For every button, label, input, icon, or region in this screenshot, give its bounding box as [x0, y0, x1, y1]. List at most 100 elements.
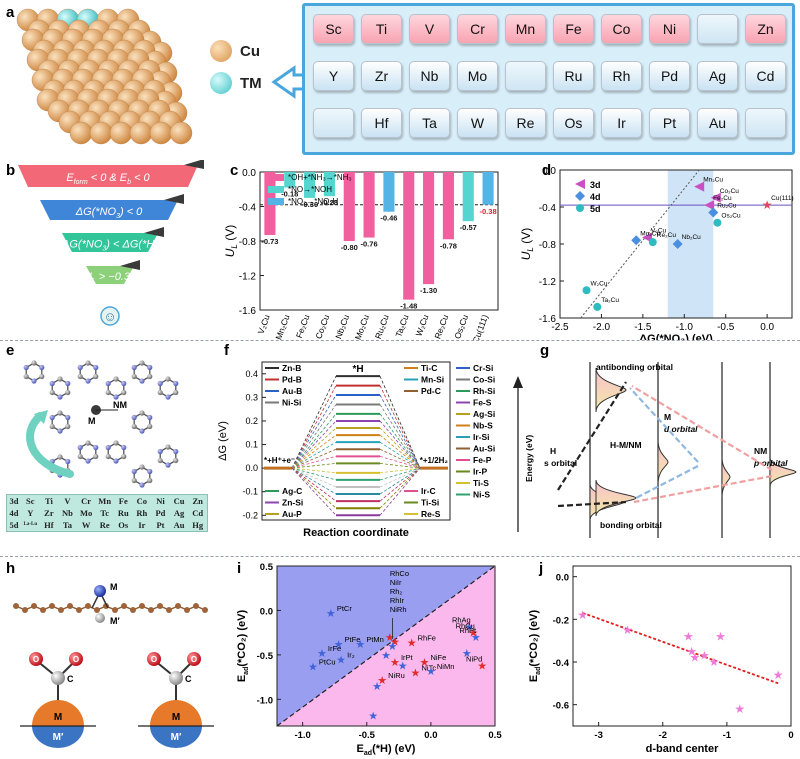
funnel-step-label: ΔG(*NO3) < ΔG(*H) — [61, 239, 158, 253]
sheet-atom — [31, 603, 37, 609]
element-symbol: Os — [118, 520, 129, 530]
parity-line — [276, 565, 496, 727]
sheet-atom — [130, 607, 136, 613]
legend-label: Co-Si — [473, 375, 495, 385]
legend-label: Ti-C — [421, 363, 437, 373]
x-tick-label: V₂Cu — [256, 313, 272, 335]
period-label: 4d — [9, 508, 19, 518]
substituent-half — [32, 726, 84, 748]
element-symbol: Au — [173, 520, 185, 530]
connector — [379, 394, 421, 469]
y-tick-label: 0.0 — [260, 606, 273, 617]
atom — [39, 373, 45, 380]
plot-frame — [261, 361, 451, 521]
atom — [139, 410, 145, 416]
bar — [323, 172, 335, 197]
atom — [121, 444, 127, 451]
legend-label: *NO→*NOH — [288, 185, 332, 194]
atom — [121, 380, 127, 387]
sheet-atom — [112, 607, 118, 613]
x-tick-label: 0.5 — [488, 730, 502, 741]
y-tick-label: 0.0 — [542, 166, 556, 177]
point-label: NiFe — [430, 653, 446, 662]
element-cell: Ta — [409, 108, 450, 138]
screening-funnel: Eform < 0 & Eb < 0ΔG(*NO3) < 0ΔG(*NO3) <… — [18, 160, 204, 326]
x-tick-label: 0 — [788, 730, 793, 741]
element-cell: Hf — [361, 108, 402, 138]
funnel-step — [62, 233, 158, 252]
x-tick-label: -2.0 — [593, 322, 611, 333]
panel-label-i: i — [237, 560, 242, 577]
element-cell: Sc — [313, 14, 354, 44]
element-cell: Rh — [601, 61, 642, 91]
period-label: 5d — [9, 520, 19, 530]
atom — [77, 373, 83, 380]
sheet-atom — [157, 603, 163, 609]
element-symbol: Nb — [62, 508, 73, 518]
ring-bond — [133, 466, 151, 486]
x-axis-label: Reaction coordinate — [303, 527, 409, 539]
funnel-step-label: UL > −0.38 — [84, 271, 137, 285]
atom — [139, 378, 145, 384]
y-tick-label: 0.2 — [245, 416, 258, 426]
carbon-label: C — [67, 674, 74, 684]
atom — [77, 444, 83, 451]
atom — [93, 364, 99, 371]
y-axis-label: ΔG (eV) — [217, 421, 229, 461]
oxygen-atom — [187, 652, 201, 666]
funnel-step — [40, 200, 178, 220]
atom — [65, 380, 71, 387]
legend-label: 5d — [590, 204, 601, 214]
label-sub: form — [74, 179, 88, 186]
point-label: RhIr — [390, 596, 405, 605]
connector — [291, 404, 337, 469]
atom — [85, 360, 91, 366]
energy-axis-label: Energy (eV) — [524, 435, 534, 482]
point-label: NiIr — [390, 578, 402, 587]
element-cell: Cd — [745, 61, 786, 91]
data-point: ★ — [420, 657, 430, 669]
atom — [165, 376, 171, 382]
x-tick-label: W₂Cu — [413, 313, 430, 338]
x-tick-label: Ru₂Cu — [373, 313, 391, 340]
element-cell: Ti — [361, 14, 402, 44]
legend-label: Ag-Si — [473, 409, 495, 419]
ring-bond — [133, 362, 151, 382]
substituent-label: M′ — [110, 616, 120, 626]
legend-label: Ti-S — [473, 478, 489, 488]
h-label: H — [550, 446, 556, 456]
substituent-atom — [95, 613, 105, 623]
point-label: NiPd — [466, 655, 482, 664]
y-tick-label: 0.1 — [245, 440, 258, 450]
funnel-flag — [164, 194, 184, 204]
point-label: RhAg — [452, 615, 471, 624]
element-symbol: Cu — [173, 496, 185, 506]
cu-atom — [149, 121, 173, 145]
legend-label: Au-B — [282, 386, 302, 396]
atom — [23, 373, 29, 380]
sheet-atom — [40, 607, 46, 613]
point-label: Ir₂ — [347, 650, 355, 659]
bar — [403, 172, 415, 300]
element-symbol: Cr — [81, 496, 92, 506]
atom — [57, 394, 63, 400]
y-tick-label: -0.1 — [242, 487, 258, 497]
label-part: ΔG(*NO — [61, 239, 103, 251]
element-symbol: Ni — [156, 496, 165, 506]
element-cell: Ru — [553, 61, 594, 91]
atom — [85, 378, 91, 384]
data-point: ★ — [355, 639, 365, 651]
element-symbol: Hf — [44, 520, 54, 530]
atom — [147, 414, 153, 421]
point-label: Cu(111) — [771, 195, 794, 202]
label-part: ) < ΔG(*H) — [104, 239, 158, 251]
legend-label: Mn-Si — [421, 375, 444, 385]
energy-axis-arrow — [513, 376, 523, 388]
sheet-atom — [49, 603, 55, 609]
ring-bond — [107, 442, 125, 462]
